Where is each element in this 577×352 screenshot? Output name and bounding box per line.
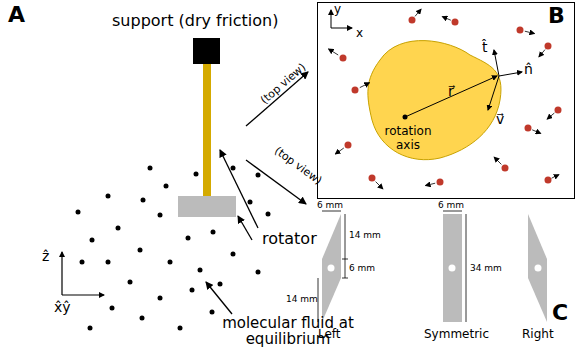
view-note: (top view) — [259, 61, 309, 107]
panel-letter: C — [552, 300, 568, 325]
shape-name: Right — [522, 328, 554, 342]
support-block — [193, 38, 220, 64]
part-label: rotator — [262, 230, 317, 248]
t-vector — [494, 50, 499, 76]
vector-label: v⃗ — [496, 111, 504, 127]
dimension: 6 mm — [438, 200, 464, 210]
dimension: 6 mm — [349, 263, 375, 273]
rotator-shapes — [322, 214, 547, 322]
leader-arrow — [206, 282, 232, 314]
panel-letter: B — [548, 3, 565, 28]
dimension: 34 mm — [470, 263, 502, 273]
n-vector — [499, 72, 522, 76]
fluid-particles — [329, 9, 562, 189]
x-axis — [62, 294, 104, 295]
leader-arrow — [238, 216, 252, 240]
panel-box: By x t̂ n̂ v⃗ r⃗ rotation axis — [317, 2, 575, 199]
dimension: 6 mm — [317, 200, 343, 210]
rotator-body — [368, 41, 501, 160]
leader-arrow — [220, 150, 258, 228]
axis-label: y — [334, 3, 341, 17]
rotator-rod — [203, 64, 211, 197]
panel-letter: A — [8, 2, 25, 27]
dimension: 14 mm — [286, 294, 318, 304]
dimension: 14 mm — [349, 230, 381, 240]
vector-label: t̂ — [482, 39, 488, 55]
axis-label: x — [356, 27, 363, 41]
part-label: support (dry friction) — [112, 12, 278, 30]
x-axis — [331, 28, 352, 29]
axis-label: rotation axis — [382, 125, 434, 153]
vector-label: r⃗ — [448, 83, 454, 99]
fluid-molecules — [76, 166, 271, 331]
axis-label: ẑ — [42, 248, 49, 264]
rotator-paddle — [178, 196, 236, 217]
z-axis — [61, 252, 62, 295]
y-axis — [331, 10, 332, 28]
r-vector — [405, 76, 497, 117]
shape-name: Symmetric — [424, 328, 489, 342]
vector-label: n̂ — [524, 61, 533, 77]
v-vector — [488, 76, 499, 110]
axis-label: x̂ŷ — [54, 299, 71, 315]
dimension-lines — [318, 211, 466, 322]
shape-name: Left — [318, 328, 341, 342]
